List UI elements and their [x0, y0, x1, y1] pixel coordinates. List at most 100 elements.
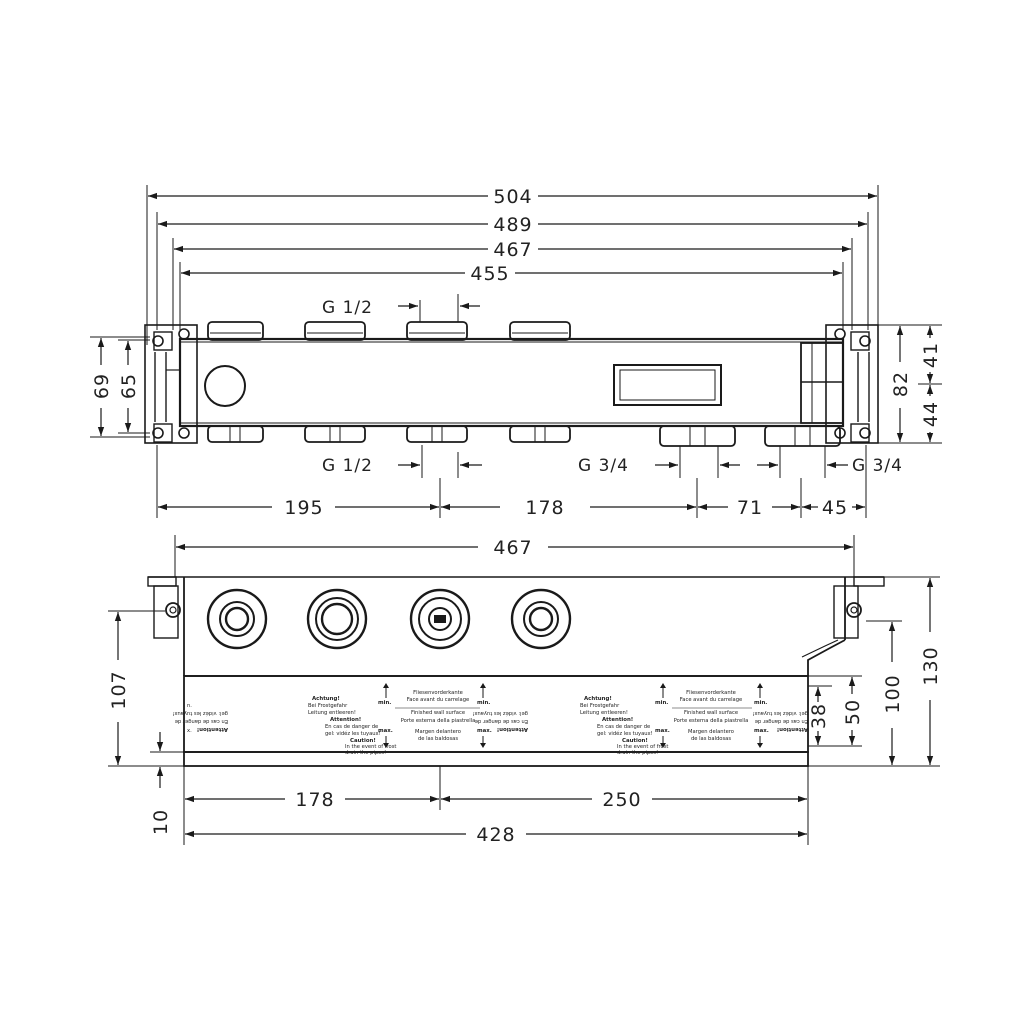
dim-504: 504 [146, 185, 879, 345]
thread-g12-top: G 1/2 [322, 294, 480, 322]
panel2-warning-line2: Leitung entleeren! [580, 710, 628, 716]
front-view: 467 [108, 535, 942, 846]
panel1-attention-line2: gel: vidéz les tuyaux! [325, 730, 381, 737]
dim-41-text: 41 [920, 342, 942, 368]
panel2-surface-line6: de las baldosas [691, 736, 731, 742]
panel1-surface-line1: Fliesenvorderkante [413, 690, 463, 696]
panel2-surface-line3: Finished wall surface [684, 710, 738, 716]
panel1-caution-line1: In the event of frost [345, 744, 396, 750]
upside-mid-line2: gel: vidéz les tuyaux! [472, 710, 528, 717]
dim-65: 65 [118, 339, 150, 434]
upside-left-line2: gel: vidéz les tuyaux! [172, 710, 228, 717]
panel1-attention-title: Attention! [330, 717, 361, 723]
dim-107: 107 [108, 610, 184, 767]
upside-right-line1: En cas de danger de [755, 718, 808, 724]
dim-82-text: 82 [890, 371, 912, 397]
dim-65-text: 65 [118, 373, 140, 399]
label-panel-1: Achtung! Bei Frostgefahr Leitung entleer… [308, 683, 492, 756]
dim-69: 69 [90, 336, 150, 438]
dim-38-text: 38 [808, 703, 830, 729]
thread-g12-bottom: G 1/2 [322, 445, 482, 478]
panel2-attention-title: Attention! [602, 717, 633, 723]
thread-g12-top-text: G 1/2 [322, 298, 373, 318]
dim-107-text: 107 [108, 670, 130, 709]
upside-right-title: Attention! [777, 726, 808, 732]
plaster-guard: n. x. Attention! En cas de danger de gel… [172, 675, 809, 767]
label-upside-mid: Attention! En cas de danger de gel: vidé… [472, 710, 528, 732]
panel1-max-label-r: max. [477, 728, 492, 734]
panel1-surface-line4: Porte esterna della piastrella [401, 718, 476, 724]
dim-250-text: 250 [602, 789, 641, 811]
panel2-surface-line4: Porte esterna della piastrella [674, 718, 749, 724]
dim-195-text: 195 [284, 497, 323, 519]
panel2-warning-line1: Bei Frostgefahr [580, 703, 620, 709]
panel2-min-label-r: min. [754, 700, 767, 706]
dim-82: 82 [878, 324, 942, 444]
outlet-4 [510, 588, 572, 650]
panel2-max-label-r: max. [754, 728, 769, 734]
outlet-2 [306, 588, 368, 650]
front-rail [147, 576, 885, 677]
panel1-attention-line1: En cas de danger de [325, 724, 378, 730]
panel2-surface-line2: Face avant du carrelage [680, 697, 742, 703]
dim-489-text: 489 [493, 214, 532, 236]
edge-mark-x: x. [187, 728, 192, 734]
dim-50-text: 50 [842, 699, 864, 725]
dim-467-top-text: 467 [493, 239, 532, 261]
panel1-warning-line1: Bei Frostgefahr [308, 703, 348, 709]
panel1-warning-title: Achtung! [312, 696, 340, 702]
dim-44-text: 44 [920, 401, 942, 427]
dim-71-text: 71 [737, 497, 763, 519]
dim-130-text: 130 [920, 646, 942, 685]
thread-g34-right-text: G 3/4 [852, 456, 903, 476]
dim-467-front: 467 [174, 535, 855, 577]
panel1-surface-line5: Margen delantero [415, 729, 461, 735]
dim-chain-front: 178 250 428 [183, 766, 809, 846]
panel1-min-label-r: min. [477, 700, 490, 706]
upside-mid-line1: En cas de danger de [475, 718, 528, 724]
dim-428-text: 428 [476, 824, 515, 846]
dim-41-44: 41 44 [918, 326, 942, 442]
panel2-caution-line1: In the event of frost [617, 744, 668, 750]
panel2-surface-line1: Fliesenvorderkante [686, 690, 736, 696]
dim-38: 38 [808, 685, 832, 747]
panel2-warning-title: Achtung! [584, 696, 612, 702]
panel1-caution-title: Caution! [350, 738, 376, 744]
valve-body-top [178, 337, 845, 428]
panel1-surface-line6: de las baldosas [418, 736, 458, 742]
mounting-bracket-left [144, 324, 198, 444]
panel2-max-label: max. [655, 728, 670, 734]
dim-45-text: 45 [822, 497, 848, 519]
panel2-surface-line5: Margen delantero [688, 729, 734, 735]
thread-g34-mid: G 3/4 [578, 446, 781, 478]
thread-g12-bottom-text: G 1/2 [322, 456, 373, 476]
panel2-caution-line2: drain the pipes! [617, 750, 658, 756]
upside-right-line2: gel: vidéz les tuyaux! [752, 710, 808, 717]
upside-left-title: Attention! [197, 726, 228, 732]
dim-455-text: 455 [470, 263, 509, 285]
panel1-min-label: min. [378, 700, 391, 706]
dim-178-front-text: 178 [295, 789, 334, 811]
panel1-max-label: max. [378, 728, 393, 734]
dim-69-text: 69 [91, 373, 113, 399]
upside-left-line1: En cas de danger de [175, 718, 228, 724]
dim-467: 467 [172, 238, 853, 330]
dim-10-text: 10 [150, 809, 172, 835]
panel1-surface-line3: Finished wall surface [411, 710, 465, 716]
mounting-bracket-right [825, 324, 879, 444]
panel2-attention-line1: En cas de danger de [597, 724, 650, 730]
panel2-min-label: min. [655, 700, 668, 706]
panel2-caution-title: Caution! [622, 738, 648, 744]
panel1-surface-line2: Face avant du carrelage [407, 697, 469, 703]
upside-mid-title: Attention! [497, 726, 528, 732]
dim-100-text: 100 [882, 674, 904, 713]
panel1-warning-line2: Leitung entleeren! [308, 710, 356, 716]
dim-100: 100 [808, 620, 940, 767]
dim-50: 50 [808, 675, 864, 747]
dim-489: 489 [156, 212, 869, 330]
outlets [206, 588, 572, 650]
panel1-caution-line2: drain the pipes! [345, 750, 386, 756]
label-upside-right: Attention! En cas de danger de gel: vidé… [752, 710, 808, 732]
label-panel-2: Achtung! Bei Frostgefahr Leitung entleer… [580, 683, 769, 756]
